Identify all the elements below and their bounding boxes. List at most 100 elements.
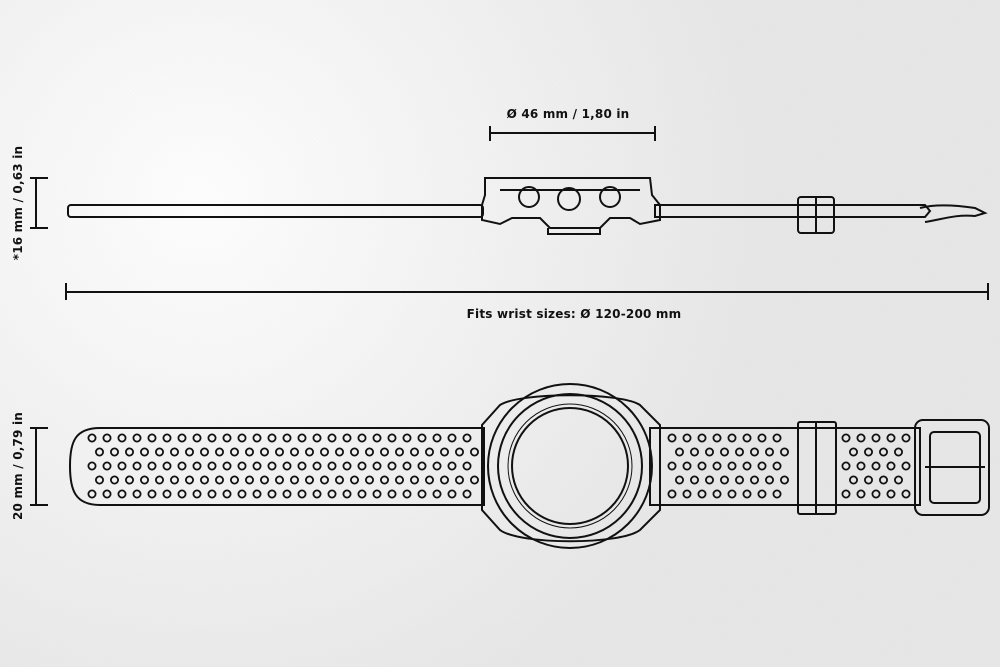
strap-hole <box>439 447 449 457</box>
strap-hole <box>237 433 247 443</box>
strap-hole <box>742 489 752 499</box>
front-watch-display <box>511 407 629 525</box>
strap-hole <box>727 489 737 499</box>
strap-hole <box>132 461 142 471</box>
strap-hole <box>267 461 277 471</box>
strap-hole <box>267 433 277 443</box>
strap-hole <box>207 461 217 471</box>
strap-hole <box>252 461 262 471</box>
strap-hole <box>697 461 707 471</box>
strap-holes-left <box>87 433 479 499</box>
strap-hole <box>379 447 389 457</box>
strap-hole <box>139 447 149 457</box>
strap-hole <box>177 461 187 471</box>
strap-hole <box>297 433 307 443</box>
strap-hole <box>252 433 262 443</box>
strap-hole <box>222 461 232 471</box>
strap-hole <box>154 447 164 457</box>
strap-hole <box>697 489 707 499</box>
strap-hole <box>394 475 404 485</box>
strap-hole <box>357 461 367 471</box>
front-strap-right <box>649 427 921 506</box>
strap-hole <box>402 489 412 499</box>
strap-hole <box>742 433 752 443</box>
strap-holes-right <box>667 433 911 499</box>
strap-hole <box>319 447 329 457</box>
side-pusher-right <box>599 186 621 208</box>
strap-hole <box>184 475 194 485</box>
strap-hole <box>117 489 127 499</box>
strap-hole <box>750 475 760 485</box>
front-display-ring <box>507 403 633 529</box>
strap-hole <box>342 461 352 471</box>
strap-hole <box>720 475 730 485</box>
strap-hole <box>871 461 881 471</box>
strap-hole <box>199 475 209 485</box>
strap-hole <box>901 461 911 471</box>
strap-hole <box>357 433 367 443</box>
strap-hole <box>214 475 224 485</box>
front-bezel-outer <box>487 383 653 549</box>
side-watch-case <box>481 177 661 229</box>
strap-hole <box>319 475 329 485</box>
strap-hole <box>720 447 730 457</box>
strap-hole <box>849 447 859 457</box>
strap-hole <box>447 433 457 443</box>
strap-hole <box>682 489 692 499</box>
strap-hole <box>342 489 352 499</box>
strap-hole <box>184 447 194 457</box>
strap-hole <box>207 433 217 443</box>
strap-hole <box>364 447 374 457</box>
strap-hole <box>742 461 752 471</box>
strap-hole <box>357 489 367 499</box>
front-bezel-inner <box>497 393 643 539</box>
strap-hole <box>162 433 172 443</box>
strap-hole <box>102 461 112 471</box>
strap-hole <box>125 475 135 485</box>
strap-hole <box>379 475 389 485</box>
strap-hole <box>349 475 359 485</box>
strap-hole <box>222 489 232 499</box>
strap-hole <box>162 461 172 471</box>
strap-hole <box>712 433 722 443</box>
strap-hole <box>289 447 299 457</box>
strap-hole <box>667 433 677 443</box>
strap-hole <box>780 447 790 457</box>
strap-hole <box>886 489 896 499</box>
strap-hole <box>327 461 337 471</box>
strap-hole <box>417 433 427 443</box>
strap-hole <box>879 475 889 485</box>
strap-hole <box>894 475 904 485</box>
strap-hole <box>735 447 745 457</box>
strap-hole <box>462 433 472 443</box>
strap-hole <box>87 433 97 443</box>
strap-hole <box>780 475 790 485</box>
strap-hole <box>871 433 881 443</box>
strap-hole <box>841 433 851 443</box>
strap-hole <box>199 447 209 457</box>
strap-hole <box>447 489 457 499</box>
strap-hole <box>282 461 292 471</box>
strap-hole <box>139 475 149 485</box>
strap-hole <box>765 447 775 457</box>
strap-hole <box>469 475 479 485</box>
strap-hole <box>207 489 217 499</box>
strap-hole <box>117 433 127 443</box>
strap-hole <box>312 433 322 443</box>
strap-hole <box>259 475 269 485</box>
strap-hole <box>705 447 715 457</box>
strap-hole <box>864 475 874 485</box>
strap-hole <box>312 461 322 471</box>
side-strap-right <box>654 204 932 218</box>
strap-hole <box>901 433 911 443</box>
strap-hole <box>757 461 767 471</box>
strap-hole <box>682 461 692 471</box>
front-watch-lugs <box>481 394 661 543</box>
strap-hole <box>95 447 105 457</box>
strap-hole <box>417 489 427 499</box>
strap-hole <box>462 489 472 499</box>
strap-hole <box>750 447 760 457</box>
strap-hole <box>417 461 427 471</box>
strap-hole <box>349 447 359 457</box>
